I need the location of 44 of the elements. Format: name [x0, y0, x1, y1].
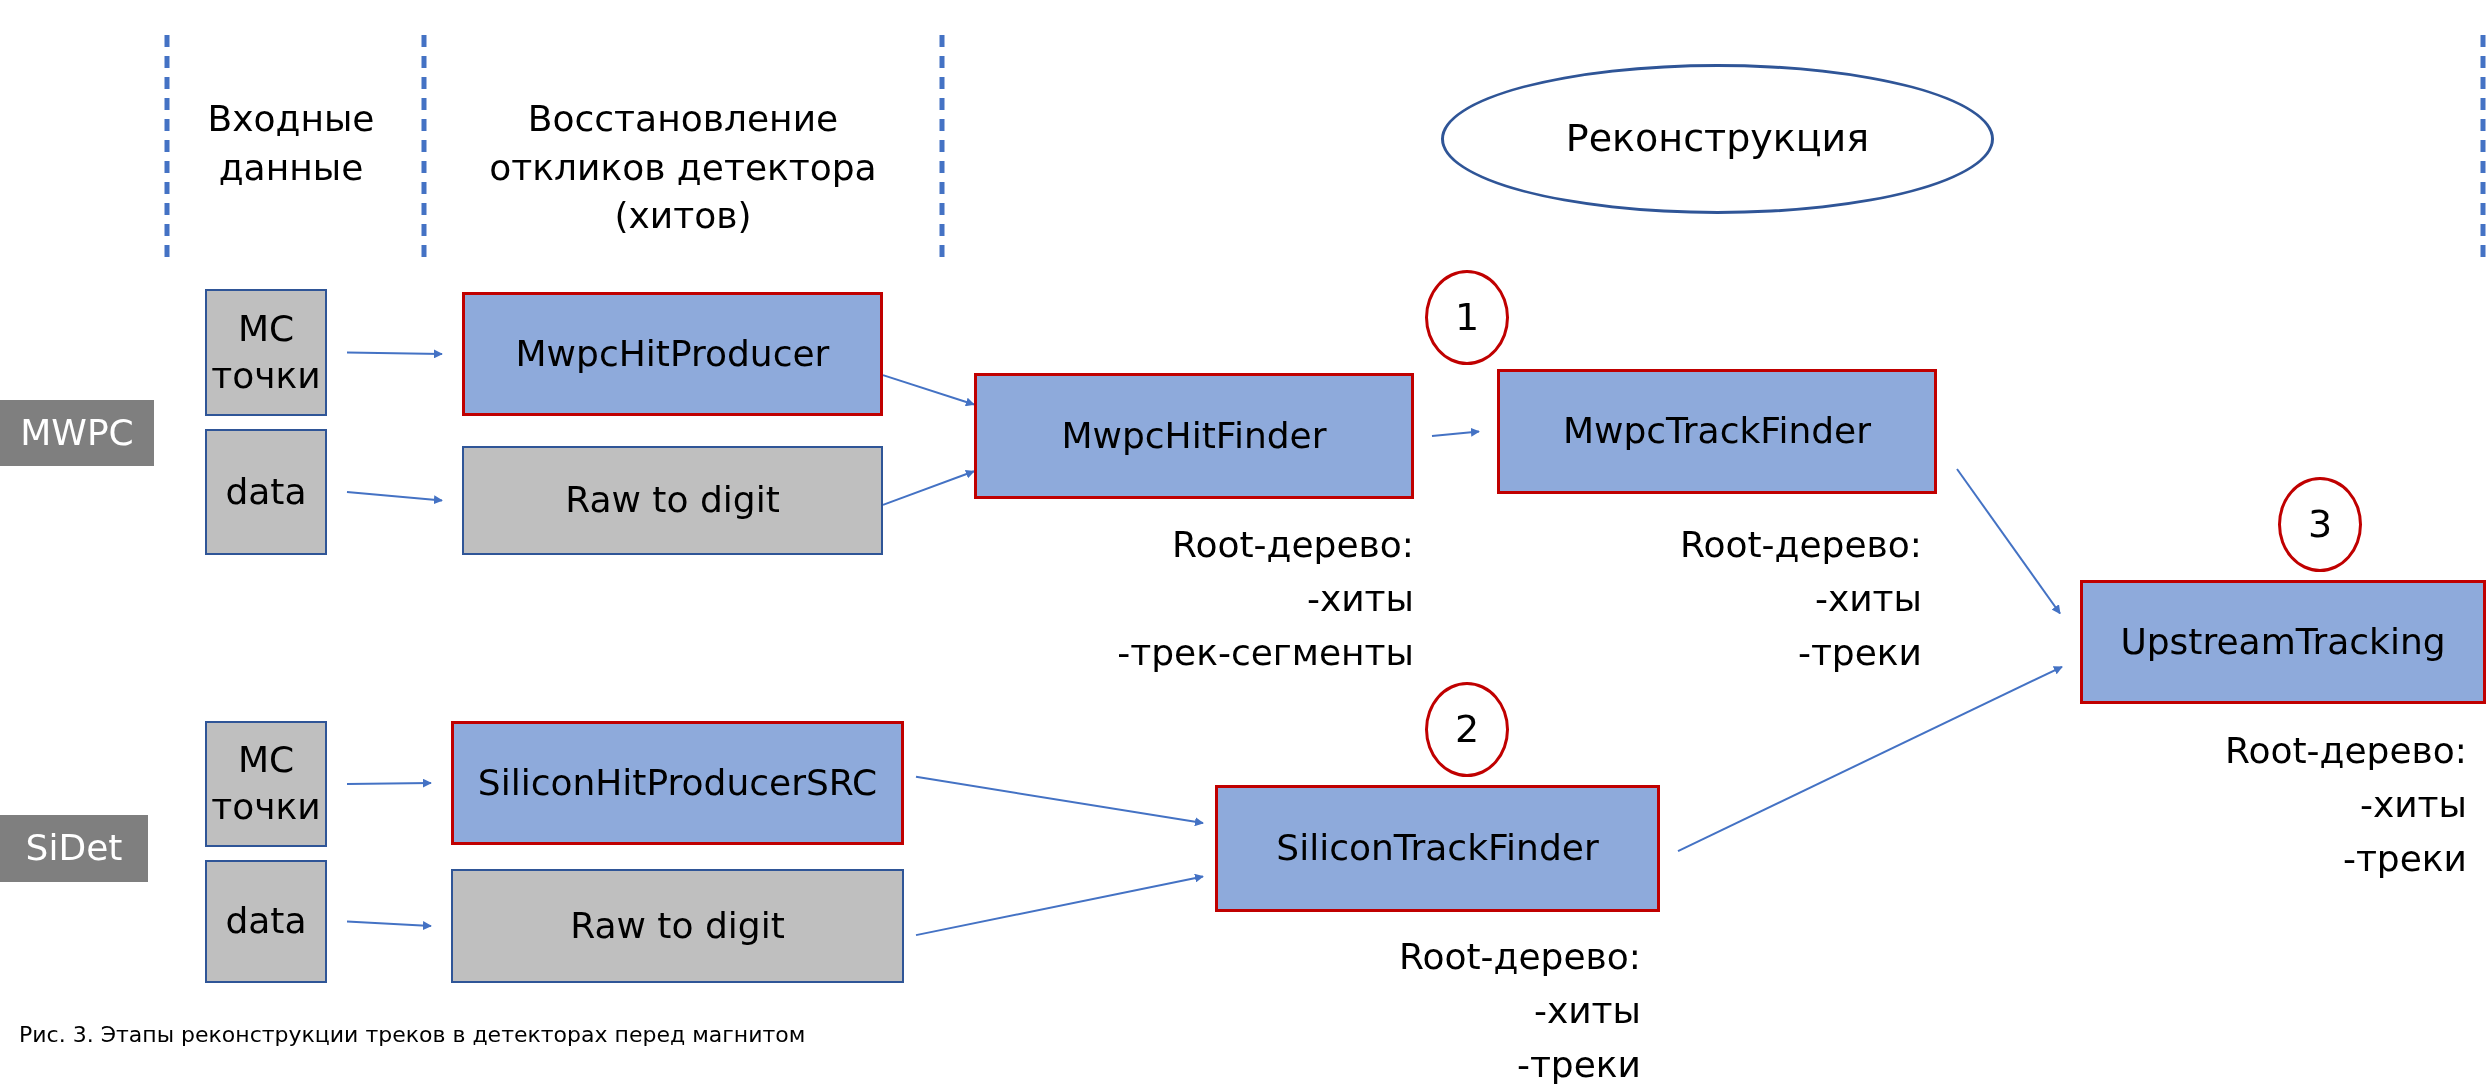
output-note: Root-дерево:	[2225, 729, 2467, 773]
input-box: data	[205, 429, 327, 555]
input-box: data	[205, 860, 327, 983]
module-box: SiliconTrackFinder	[1215, 785, 1660, 912]
arrow	[1431, 427, 1480, 437]
arrow	[1956, 468, 2061, 615]
output-note: -хиты	[1306, 577, 1414, 621]
output-note: -треки	[1516, 1043, 1641, 1087]
arrow	[346, 778, 432, 788]
detector-tag: MWPC	[0, 400, 154, 466]
arrow	[882, 469, 975, 506]
output-note: -хиты	[1814, 577, 1922, 621]
step-number-circle: 1	[1425, 270, 1509, 365]
arrow	[882, 374, 975, 407]
arrow	[915, 873, 1204, 937]
process-box: Raw to digit	[462, 446, 883, 555]
output-note: -хиты	[2359, 783, 2467, 827]
module-box: MwpcHitProducer	[462, 292, 883, 416]
module-box: MwpcHitFinder	[974, 373, 1414, 499]
module-box: MwpcTrackFinder	[1497, 369, 1937, 494]
module-box: UpstreamTracking	[2080, 580, 2486, 704]
output-note: Root-дерево:	[1680, 523, 1922, 567]
figure-caption: Рис. 3. Этапы реконструкции треков в детекторах перед магнитом	[19, 1022, 806, 1047]
input-box: MC точки	[205, 289, 327, 416]
output-note: -трек-сегменты	[1117, 631, 1414, 675]
stage-ellipse: Реконструкция	[1441, 64, 1994, 214]
step-number-circle: 2	[1425, 682, 1509, 777]
module-box: SiliconHitProducerSRC	[451, 721, 904, 845]
detector-tag: SiDet	[0, 815, 148, 882]
output-note: Root-дерево:	[1399, 935, 1641, 979]
column-heading: Восстановление откликов детектора (хитов)	[488, 97, 878, 239]
output-note: Root-дерево:	[1172, 523, 1414, 567]
arrow	[346, 491, 443, 505]
output-note: -треки	[2342, 837, 2467, 881]
input-box: MC точки	[205, 721, 327, 847]
arrow	[346, 920, 432, 931]
output-note: -треки	[1797, 631, 1922, 675]
output-note: -хиты	[1533, 989, 1641, 1033]
arrow	[1677, 665, 2063, 853]
process-box: Raw to digit	[451, 869, 904, 983]
arrow	[346, 349, 443, 359]
column-heading: Входные данные	[206, 97, 376, 190]
arrow	[915, 775, 1204, 827]
step-number-circle: 3	[2278, 477, 2362, 572]
